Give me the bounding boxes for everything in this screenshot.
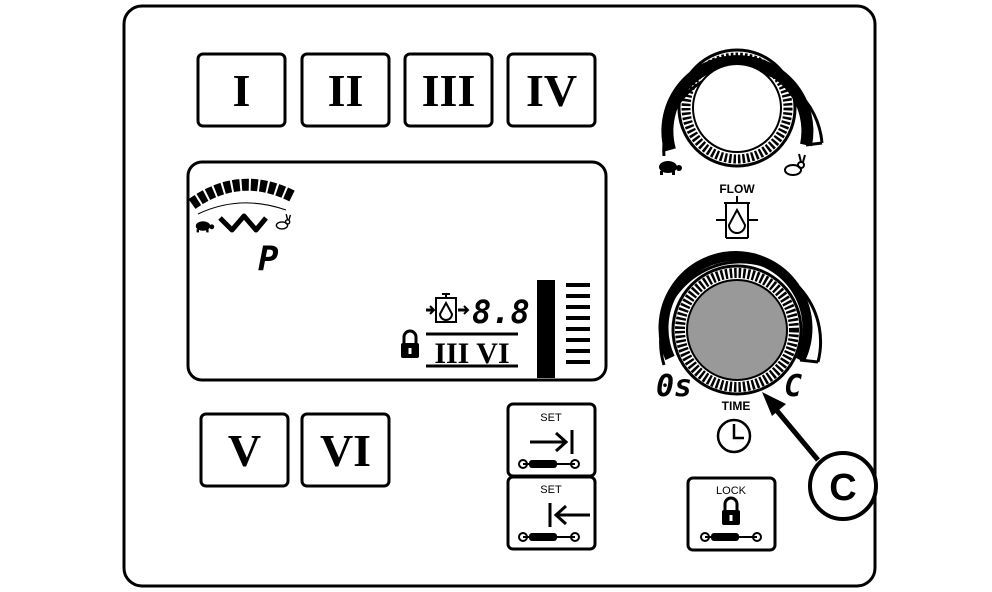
callout-c: C	[762, 392, 878, 521]
level-bar	[537, 280, 555, 378]
set-end-label: SET	[540, 412, 562, 424]
lock-button[interactable]: LOCK	[686, 476, 777, 552]
time-knob-highlight	[686, 279, 788, 381]
lock-label: LOCK	[716, 485, 747, 497]
arrow-to-bar-icon	[530, 430, 574, 454]
set-start-label: SET	[540, 484, 562, 496]
program-button-3-label: III	[422, 65, 476, 116]
program-button-2-label: II	[328, 65, 364, 116]
set-start-button[interactable]: SET	[506, 475, 597, 551]
level-ticks	[566, 283, 590, 364]
time-min-label: 0s	[656, 369, 692, 404]
gas-bottle-icon	[716, 196, 758, 239]
program-button-2[interactable]: II	[300, 52, 391, 128]
program-button-5[interactable]: V	[199, 412, 290, 488]
program-button-4[interactable]: IV	[506, 52, 597, 128]
time-knob[interactable]	[658, 251, 823, 396]
flow-value-readout: 8.8	[472, 293, 530, 331]
wire-wave-icon	[218, 213, 268, 233]
program-button-3[interactable]: III	[403, 52, 494, 128]
callout-letter: C	[829, 467, 856, 509]
lcd-display: P 8.8 III VI	[186, 160, 608, 382]
bar-from-arrow-icon	[548, 503, 590, 527]
flow-label: FLOW	[719, 182, 755, 196]
time-label: TIME	[722, 399, 751, 413]
program-button-6-label: VI	[320, 425, 371, 476]
speed-bargraph	[188, 178, 295, 215]
set-end-button[interactable]: SET	[506, 402, 597, 478]
gas-flow-icon	[426, 293, 470, 323]
program-button-5-label: V	[228, 425, 261, 476]
program-button-1[interactable]: I	[196, 52, 287, 128]
time-max-label: C	[784, 369, 802, 404]
program-button-1-label: I	[233, 65, 251, 116]
mode-letter: P	[258, 239, 279, 279]
clock-icon	[716, 418, 752, 454]
program-button-6[interactable]: VI	[300, 412, 391, 488]
flow-knob[interactable]	[661, 48, 824, 168]
program-button-4-label: IV	[526, 65, 577, 116]
